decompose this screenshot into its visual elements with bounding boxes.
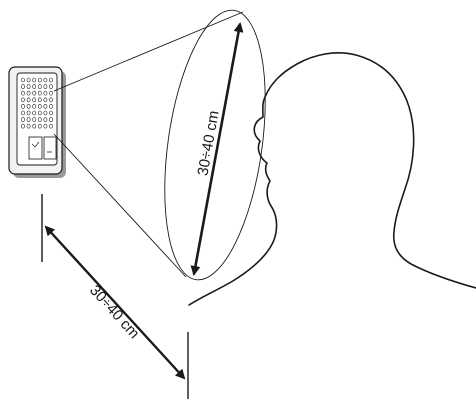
keypad-button <box>32 90 37 96</box>
keypad-button <box>43 110 48 116</box>
keypad-button <box>49 104 53 109</box>
keypad-button <box>26 123 31 129</box>
keypad-button <box>32 110 37 116</box>
keypad-button <box>43 90 48 96</box>
keypad-button <box>49 117 53 122</box>
keypad-button <box>21 97 25 103</box>
keypad-button <box>49 77 53 83</box>
keypad-button <box>32 117 37 122</box>
keypad-button <box>26 77 31 83</box>
keypad-button <box>37 84 42 89</box>
keypad-button <box>32 77 37 83</box>
keypad-device-icon <box>8 66 66 178</box>
keypad-button <box>21 110 25 116</box>
keypad-button <box>26 97 31 103</box>
floor-dimension: 30÷40 cm <box>41 194 189 399</box>
keypad-button <box>43 123 48 129</box>
keypad-button <box>49 97 53 103</box>
keypad-button <box>49 110 53 116</box>
keypad-button <box>21 90 25 96</box>
keypad-button <box>26 84 31 89</box>
viewing-cone <box>53 9 266 281</box>
keypad-button <box>37 97 42 103</box>
keypad-button <box>21 77 25 83</box>
keypad-button <box>26 110 31 116</box>
keypad-button <box>21 84 25 89</box>
keypad-button <box>21 123 25 129</box>
keypad-button-grid <box>21 77 53 129</box>
keypad-button <box>37 90 42 96</box>
keypad-button <box>26 90 31 96</box>
keypad-button <box>21 117 25 122</box>
keypad-button <box>49 90 53 96</box>
double-arrow-icon <box>44 225 186 380</box>
keypad-button <box>49 84 53 89</box>
keypad-button <box>32 97 37 103</box>
keypad-button <box>43 97 48 103</box>
double-arrow-icon <box>190 22 244 276</box>
keypad-button <box>26 117 31 122</box>
keypad-button <box>43 117 48 122</box>
keypad-button <box>32 123 37 129</box>
person-silhouette-icon <box>188 52 476 306</box>
keypad-button <box>32 84 37 89</box>
keypad-button <box>37 104 42 109</box>
keypad-button <box>49 123 53 129</box>
keypad-button <box>21 104 25 109</box>
keypad-button <box>37 110 42 116</box>
vertical-dimension: 30÷40 cm <box>190 22 244 276</box>
keypad-button <box>43 84 48 89</box>
keypad-button <box>43 104 48 109</box>
keypad-button <box>37 77 42 83</box>
keypad-button <box>43 77 48 83</box>
keypad-button <box>26 104 31 109</box>
keypad-button <box>32 104 37 109</box>
keypad-button <box>37 123 42 129</box>
floor-dimension-label: 30÷40 cm <box>86 282 143 342</box>
keypad-button <box>37 117 42 122</box>
